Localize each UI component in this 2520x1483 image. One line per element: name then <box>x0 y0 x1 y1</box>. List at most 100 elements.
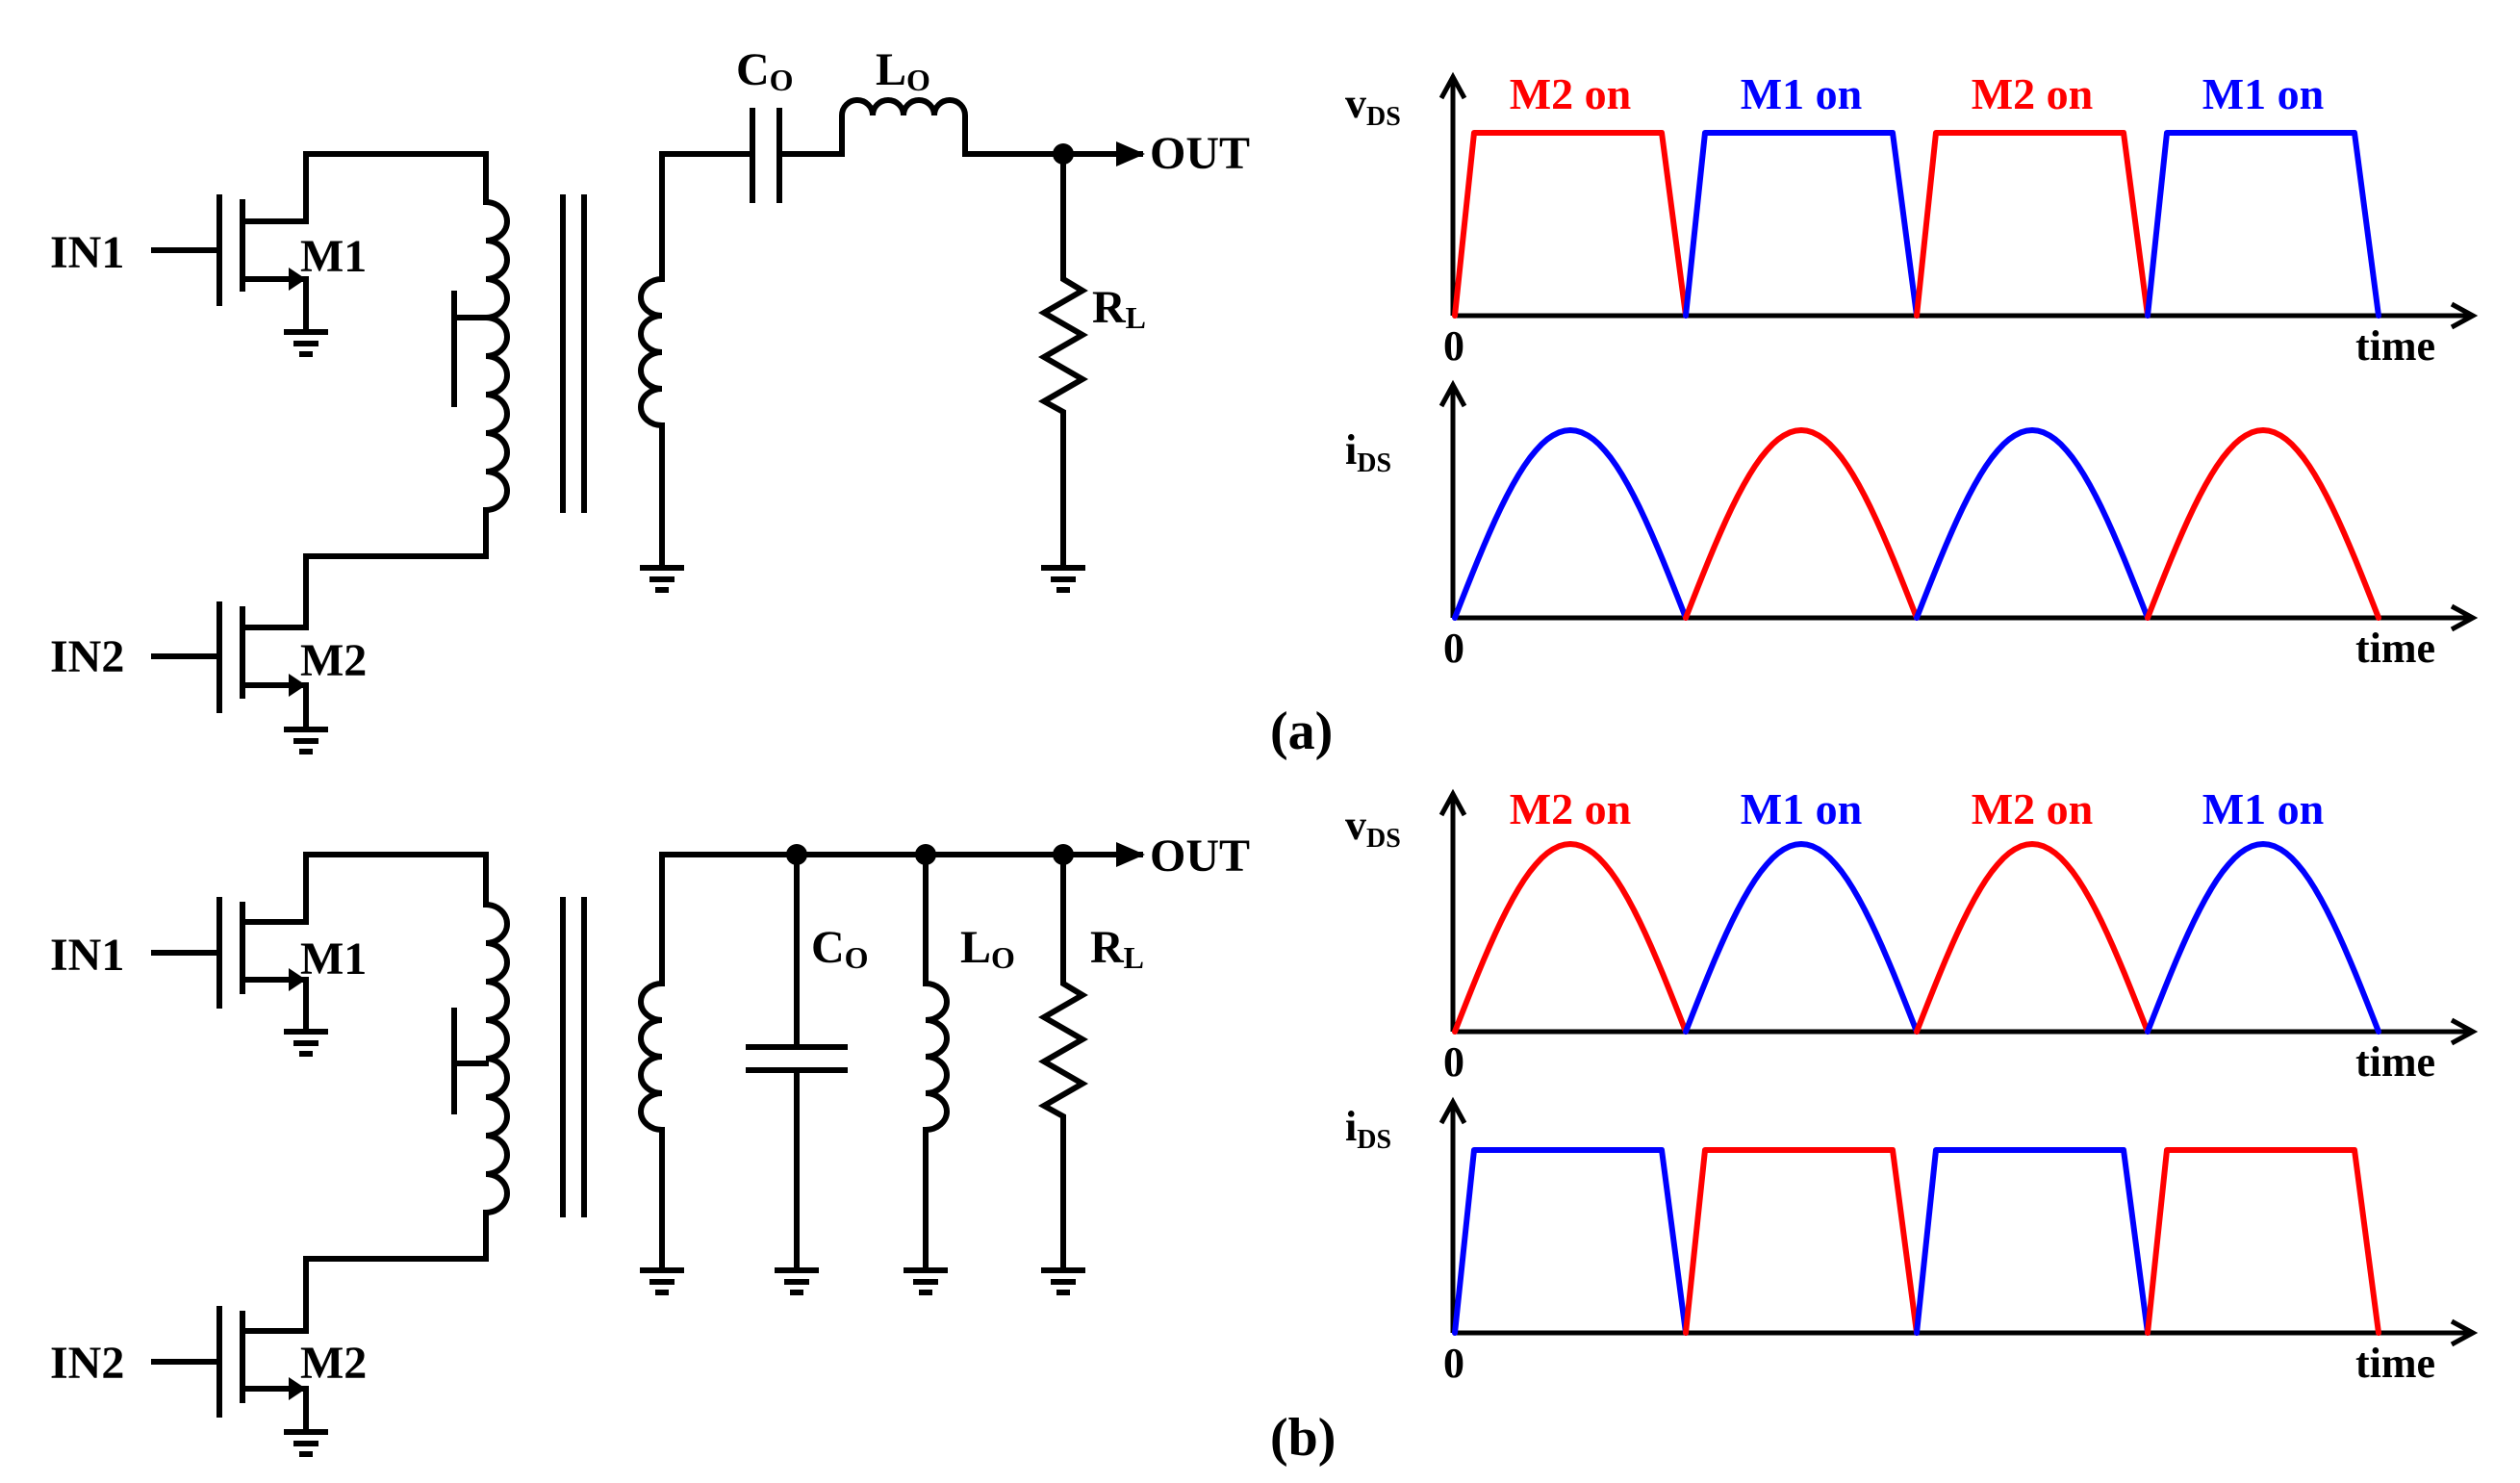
waveform-segment <box>1683 427 1920 621</box>
switch-on-label: M2 on <box>1972 784 2094 833</box>
origin-label: 0 <box>1443 1038 1464 1086</box>
y-axis-arrow <box>1438 788 1467 817</box>
y-axis-arrow <box>1438 71 1467 100</box>
y-axis-label: vDS <box>1345 802 1401 854</box>
out-arrow-a <box>1116 141 1145 166</box>
waveform-segment <box>1914 130 2151 319</box>
m1-source-wire-a <box>240 276 309 335</box>
x-axis-arrow <box>2450 603 2479 632</box>
circuit-b: IN1 M1 IN2 M2 <box>50 831 1250 1457</box>
in1-label-a: IN1 <box>50 227 124 278</box>
waveform-segment <box>1452 841 1689 1035</box>
ground-icon <box>284 1029 328 1057</box>
secondary-winding-b <box>638 852 665 1273</box>
y-axis-label-sub: DS <box>1357 448 1391 478</box>
in1-label-b: IN1 <box>50 930 124 981</box>
waveform-segment <box>2145 427 2381 621</box>
m1-source-arrow-a <box>289 268 306 291</box>
out-arrow-b <box>1116 842 1145 867</box>
ground-icon <box>1041 1267 1085 1295</box>
m1-drain-wire-a <box>240 151 489 224</box>
origin-label: 0 <box>1443 322 1464 370</box>
m2-drain-wire-b <box>303 1210 489 1317</box>
secondary-winding-a <box>638 151 665 571</box>
waveform-segment <box>1452 1147 1689 1336</box>
co-label-a: CO <box>736 44 794 97</box>
x-axis-arrow <box>2450 1318 2479 1347</box>
primary-winding-a <box>482 198 510 514</box>
waveform-segment <box>2145 841 2381 1035</box>
ground-icon <box>640 1267 684 1295</box>
waveform-segment <box>1683 841 1920 1035</box>
y-axis-label: iDS <box>1345 426 1391 478</box>
m2-source-wire-b <box>240 1386 309 1435</box>
lo-label-a: LO <box>876 44 930 97</box>
ground-icon <box>1041 565 1085 593</box>
co-label-b: CO <box>811 922 869 975</box>
m2-label-b: M2 <box>300 1338 367 1389</box>
m1-source-arrow-b <box>289 968 306 991</box>
in2-label-a: IN2 <box>50 631 124 682</box>
lo-inductor-a <box>776 97 1143 157</box>
ground-icon <box>284 329 328 357</box>
y-axis-label-sub: DS <box>1366 102 1401 132</box>
transformer-core-a <box>560 194 587 513</box>
x-axis-arrow <box>2450 301 2479 330</box>
switch-on-label: M1 on <box>1741 69 1863 118</box>
lo-inductor-b <box>923 852 950 1273</box>
rl-resistor-b <box>1037 852 1089 1273</box>
switch-on-label: M1 on <box>1741 784 1863 833</box>
y-axis-label-main: v <box>1345 802 1366 849</box>
waveform-segment <box>2145 1147 2381 1336</box>
m1-label-b: M1 <box>300 933 367 984</box>
x-axis-label: time <box>2355 1038 2435 1086</box>
caption-b: (b) <box>1270 1408 1336 1468</box>
transformer-core-b <box>560 897 587 1217</box>
waveform-segment <box>1914 427 2151 621</box>
y-axis-label: iDS <box>1345 1103 1391 1155</box>
center-tap-b <box>451 1008 489 1114</box>
m2-source-arrow-b <box>289 1377 306 1400</box>
waveform-segment <box>1452 130 1689 319</box>
ground-icon <box>904 1267 948 1295</box>
out-label-a: OUT <box>1150 128 1250 179</box>
waveform-segment <box>1914 1147 2151 1336</box>
x-axis-label: time <box>2355 322 2435 370</box>
switch-on-label: M2 on <box>1972 69 2094 118</box>
y-axis-label: vDS <box>1345 80 1401 132</box>
waveform-segment <box>2145 130 2381 319</box>
ground-icon <box>640 565 684 593</box>
x-axis-label: time <box>2355 625 2435 672</box>
waveform-segment <box>1914 841 2151 1035</box>
origin-label: 0 <box>1443 1340 1464 1387</box>
waveform-segment <box>1683 1147 1920 1336</box>
m1-source-wire-b <box>240 977 309 1035</box>
m1-drain-wire-b <box>240 852 489 925</box>
y-axis-label-sub: DS <box>1366 824 1401 854</box>
switch-on-label: M1 on <box>2202 69 2325 118</box>
m2-drain-wire-a <box>303 507 489 612</box>
center-tap-a <box>451 291 489 407</box>
x-axis-label: time <box>2355 1340 2435 1387</box>
ground-icon <box>284 1429 328 1457</box>
caption-a: (a) <box>1270 702 1333 761</box>
circuit-a: IN1 M1 IN2 M2 CO <box>50 44 1250 754</box>
waveform-segment <box>1683 130 1920 319</box>
m2-drain-a <box>240 606 309 630</box>
y-axis-label-main: v <box>1345 80 1366 127</box>
y-axis-label-sub: DS <box>1357 1125 1391 1155</box>
waveform-segment <box>1452 427 1689 621</box>
chart-b-ids: iDS 0 time <box>1345 1096 2479 1387</box>
primary-winding-b <box>482 901 510 1216</box>
m2-label-a: M2 <box>300 635 367 686</box>
y-axis-arrow <box>1438 379 1467 408</box>
y-axis-label-main: i <box>1345 1103 1357 1150</box>
ground-icon <box>775 1267 819 1295</box>
m2-drain-b <box>240 1311 309 1334</box>
